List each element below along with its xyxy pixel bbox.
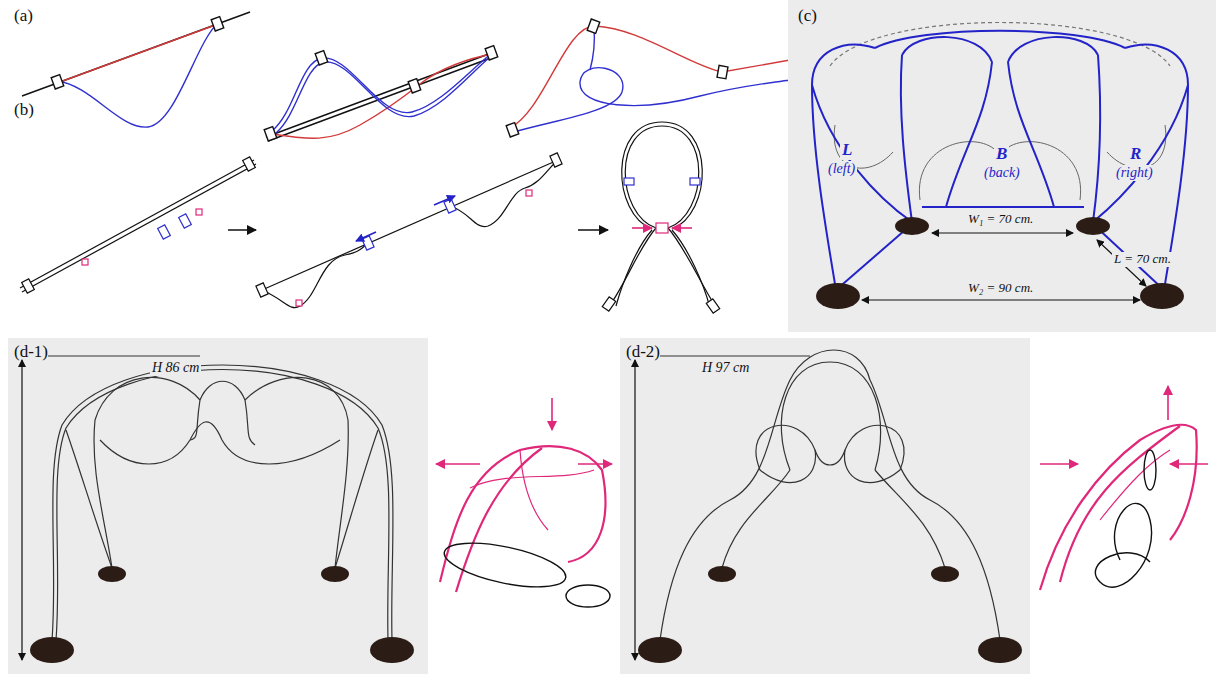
side-letter: B [994,144,1009,164]
side-letter: R [1128,144,1143,164]
panel-label: (c) [798,6,817,26]
panel-label: (d-1) [14,342,48,362]
side-name: (back) [982,165,1022,181]
panel-label: (a) [14,6,33,26]
panel-label: (b) [14,100,34,120]
height-label: H 86 cm [150,360,201,376]
side-letter: L [840,140,854,160]
side-name: (left) [826,161,857,177]
side-name: (right) [1114,165,1155,181]
dimension-label: W₁ = 70 cm. [966,212,1035,227]
height-label: H 97 cm [700,360,751,376]
panel-label: (d-2) [626,342,660,362]
dimension-label: W₂ = 90 cm. [966,281,1035,296]
dimension-label: L = 70 cm. [1112,252,1173,267]
